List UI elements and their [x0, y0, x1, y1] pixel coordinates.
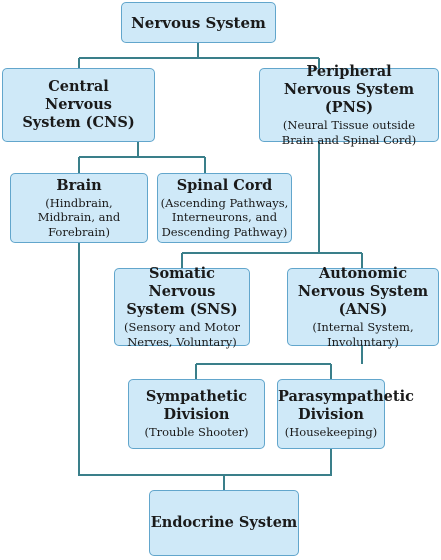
- node-title: Brain: [56, 176, 102, 194]
- node-subtitle: (Ascending Pathways, Interneurons, and D…: [160, 195, 289, 239]
- connector-ns-to-branches: [78, 43, 320, 68]
- node-peripheral-nervous-system: Peripheral Nervous System (PNS) (Neural …: [259, 63, 439, 147]
- connector-pns-to-branches: [181, 142, 363, 268]
- node-brain: Brain (Hindbrain, Midbrain, and Forebrai…: [10, 173, 148, 243]
- node-title: Nervous System: [131, 13, 266, 32]
- node-somatic-nervous-system: Somatic Nervous System (SNS) (Sensory an…: [114, 265, 250, 349]
- node-title: Spinal Cord: [176, 176, 273, 194]
- node-subtitle: (Sensory and Motor Nerves, Voluntary): [123, 320, 241, 349]
- node-title: Central Nervous System (CNS): [22, 78, 135, 131]
- node-title: Somatic Nervous System (SNS): [126, 265, 238, 318]
- node-subtitle: (Internal System, Involuntary): [312, 320, 414, 349]
- connector-ans-to-branches: [195, 346, 363, 379]
- node-sympathetic-division: Sympathetic Division (Trouble Shooter): [128, 379, 265, 449]
- node-autonomic-nervous-system: Autonomic Nervous System (ANS) (Internal…: [287, 265, 439, 349]
- node-central-nervous-system: Central Nervous System (CNS): [2, 68, 155, 142]
- node-title: Parasympathetic Division: [278, 388, 414, 424]
- node-nervous-system: Nervous System: [121, 2, 276, 43]
- node-title: Endocrine System: [150, 514, 298, 531]
- node-subtitle: (Trouble Shooter): [144, 425, 249, 440]
- node-subtitle: (Housekeeping): [284, 425, 378, 440]
- node-parasympathetic-division: Parasympathetic Division (Housekeeping): [277, 379, 414, 449]
- node-spinal-cord: Spinal Cord (Ascending Pathways, Interne…: [157, 173, 292, 243]
- node-title: Sympathetic Division: [145, 388, 248, 424]
- node-endocrine-system: Endocrine System: [149, 490, 299, 556]
- connector-to-endocrine: [78, 243, 332, 490]
- node-title: Peripheral Nervous System (PNS): [283, 63, 415, 116]
- connector-cns-to-branches: [78, 142, 206, 173]
- node-title: Autonomic Nervous System (ANS): [297, 265, 429, 318]
- node-subtitle: (Neural Tissue outside Brain and Spinal …: [281, 118, 417, 147]
- node-subtitle: (Hindbrain, Midbrain, and Forebrain): [37, 195, 121, 239]
